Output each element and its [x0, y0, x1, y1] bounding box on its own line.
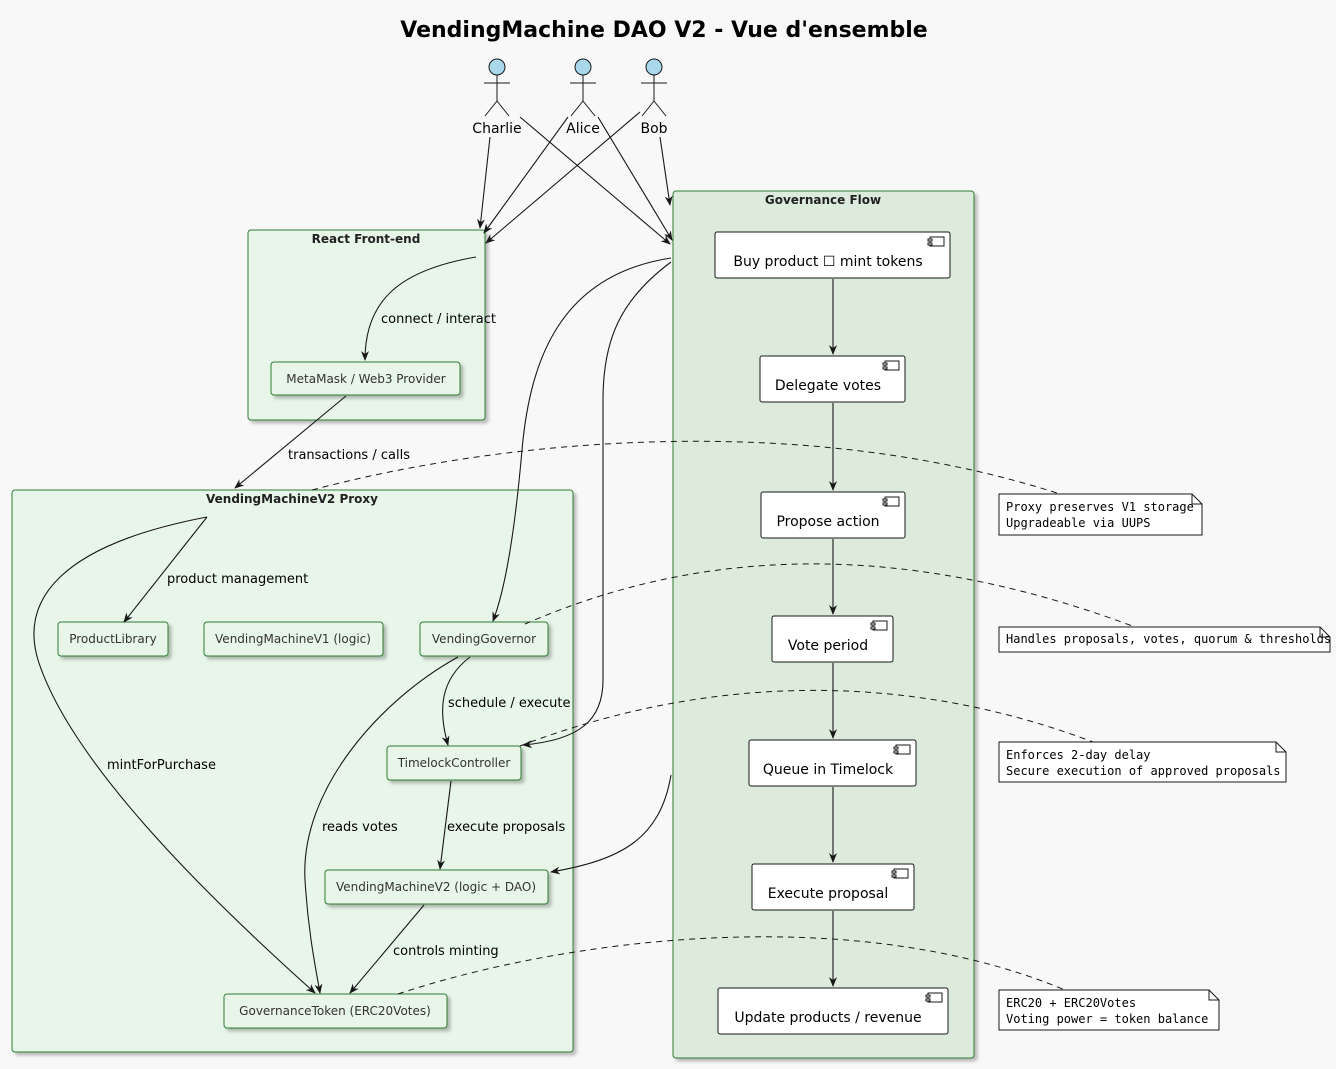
flow-step-label-execute: Execute proposal — [768, 886, 889, 902]
actor-alice: Alice — [566, 58, 600, 137]
note-token: ERC20 + ERC20Votes Voting power = token … — [998, 989, 1220, 1031]
actor-label-alice: Alice — [566, 121, 600, 137]
edge-label-schedule: schedule / execute — [448, 696, 570, 711]
note-timelock-line-1: Enforces 2-day delay — [1006, 748, 1151, 762]
component-label-governance-token: GovernanceToken (ERC20Votes) — [239, 1004, 431, 1018]
note-connectors — [311, 440, 1136, 995]
note-governor-line-1: Handles proposals, votes, quorum & thres… — [1006, 632, 1331, 646]
component-label-v1-logic: VendingMachineV1 (logic) — [215, 632, 371, 646]
component-v2-logic: VendingMachineV2 (logic + DAO) — [324, 869, 549, 905]
flow-step-vote: Vote period — [771, 615, 894, 663]
note-timelock-line-2: Secure execution of approved proposals — [1006, 764, 1281, 778]
note-proxy: Proxy preserves V1 storage Upgradeable v… — [998, 493, 1203, 536]
package-title-frontend: React Front-end — [312, 232, 421, 246]
component-product-library: ProductLibrary — [57, 621, 169, 657]
note-governor: Handles proposals, votes, quorum & thres… — [998, 626, 1331, 653]
edge-label-execute-proposals: execute proposals — [447, 820, 565, 835]
component-label-v2-logic: VendingMachineV2 (logic + DAO) — [336, 880, 536, 894]
edge-label-transactions: transactions / calls — [288, 448, 410, 463]
component-governor: VendingGovernor — [419, 621, 549, 657]
package-title-proxy: VendingMachineV2 Proxy — [206, 492, 378, 506]
edge-label-reads-votes: reads votes — [322, 820, 398, 835]
flow-step-label-delegate: Delegate votes — [775, 378, 881, 394]
component-label-metamask: MetaMask / Web3 Provider — [286, 372, 445, 386]
note-timelock: Enforces 2-day delay Secure execution of… — [998, 741, 1287, 783]
flow-step-label-buy: Buy product ☐ mint tokens — [733, 254, 922, 270]
component-label-governor: VendingGovernor — [432, 632, 536, 646]
actor-label-charlie: Charlie — [472, 121, 521, 137]
diagram-title: VendingMachine DAO V2 - Vue d'ensemble — [400, 18, 927, 43]
edge-label-mint-for-purchase: mintForPurchase — [107, 758, 216, 773]
flow-step-execute: Execute proposal — [751, 863, 915, 911]
flow-step-label-vote: Vote period — [788, 638, 868, 654]
actor-charlie: Charlie — [472, 58, 522, 137]
flow-step-update: Update products / revenue — [717, 987, 949, 1035]
edge-label-connect: connect / interact — [381, 312, 496, 327]
flow-step-propose: Propose action — [760, 491, 906, 539]
package-title-governance: Governance Flow — [765, 193, 881, 207]
component-label-product-library: ProductLibrary — [69, 632, 157, 646]
flow-step-queue: Queue in Timelock — [748, 739, 917, 787]
actor-edges — [477, 111, 673, 245]
edge-label-product-management: product management — [167, 572, 308, 587]
flow-step-label-update: Update products / revenue — [734, 1010, 921, 1026]
flow-step-label-propose: Propose action — [776, 514, 879, 530]
component-v1-logic: VendingMachineV1 (logic) — [203, 621, 384, 657]
component-label-timelock: TimelockController — [397, 756, 511, 770]
flow-step-delegate: Delegate votes — [759, 355, 906, 403]
component-governance-token: GovernanceToken (ERC20Votes) — [223, 993, 448, 1029]
note-token-line-2: Voting power = token balance — [1006, 1012, 1208, 1026]
note-proxy-line-2: Upgradeable via UUPS — [1006, 516, 1151, 530]
note-proxy-line-1: Proxy preserves V1 storage — [1006, 500, 1194, 514]
component-metamask: MetaMask / Web3 Provider — [270, 361, 461, 396]
component-timelock: TimelockController — [386, 745, 522, 781]
flow-step-label-queue: Queue in Timelock — [763, 762, 894, 778]
actor-label-bob: Bob — [640, 121, 667, 137]
note-token-line-1: ERC20 + ERC20Votes — [1006, 996, 1136, 1010]
flow-step-buy: Buy product ☐ mint tokens — [714, 231, 951, 279]
edge-label-controls-minting: controls minting — [393, 944, 499, 959]
actor-bob: Bob — [640, 58, 668, 137]
